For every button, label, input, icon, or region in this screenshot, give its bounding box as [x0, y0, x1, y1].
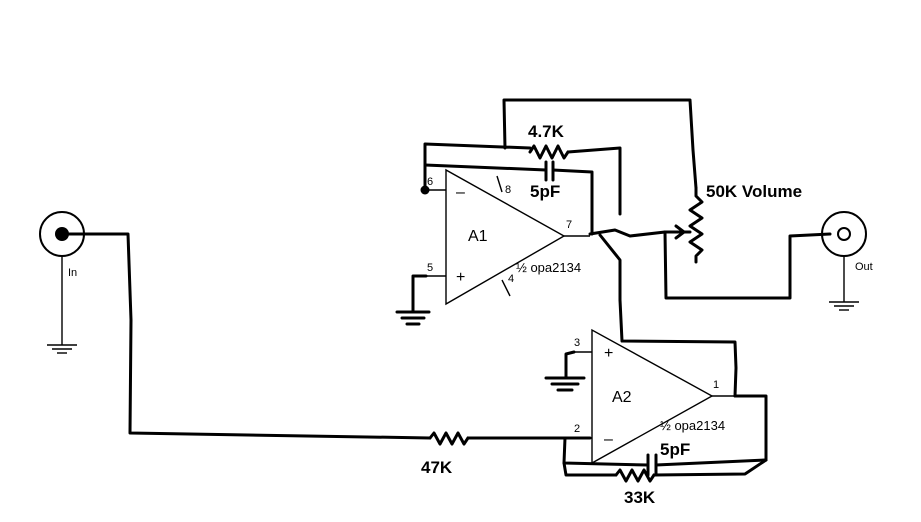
- a2-pin-1: 1: [713, 379, 719, 391]
- label-pot-volume: 50K Volume: [706, 182, 802, 201]
- a2-plus-sign: +: [604, 345, 613, 362]
- output-label: Out: [855, 261, 873, 273]
- wire-a1-cap-right: [551, 168, 594, 236]
- a2-pin-3: 3: [574, 337, 580, 349]
- resistor-47k: [428, 431, 470, 446]
- a1-part-number: ½ opa2134: [516, 260, 581, 275]
- wire-a1-cap-left: [423, 163, 548, 172]
- resistor-33k: [614, 468, 656, 483]
- a1-pin-8: 8: [505, 184, 511, 196]
- wire-a2-cap-right: [654, 458, 768, 467]
- wire-a1-feedback-top-right: [566, 146, 622, 216]
- opamp-a1-body: [445, 168, 566, 306]
- ground-a2: [544, 350, 586, 392]
- opamp-a2-body: [591, 328, 714, 465]
- wire-pot-bottom: [663, 230, 832, 300]
- wire-a2-res-left: [562, 461, 618, 477]
- opamp-a2: [574, 328, 735, 465]
- wire-a1-feedback-left: [423, 142, 532, 192]
- a2-pin-2: 2: [574, 423, 580, 435]
- input-jack: [39, 211, 85, 354]
- resistor-4-7k: [528, 144, 570, 160]
- wire-input: [67, 232, 432, 440]
- a1-plus-sign: +: [456, 269, 465, 286]
- input-jack-center: [55, 227, 69, 241]
- a1-minus-sign: –: [456, 184, 465, 201]
- input-label: In: [68, 267, 77, 279]
- a1-pin-7: 7: [566, 219, 572, 231]
- label-5pf-a1: 5pF: [530, 182, 560, 201]
- a2-minus-sign: –: [604, 431, 613, 448]
- label-47k: 47K: [421, 458, 453, 477]
- ground-a1: [395, 274, 431, 326]
- wire-top-loop: [502, 98, 698, 190]
- label-5pf-a2: 5pF: [660, 440, 690, 459]
- a2-name: A2: [612, 389, 632, 406]
- wire-a2-res-right: [652, 458, 768, 477]
- a1-name: A1: [468, 228, 488, 245]
- wire-a2-output-right: [733, 394, 768, 462]
- a1-pin-5: 5: [427, 262, 433, 274]
- wire-a2-output: [598, 233, 738, 398]
- output-jack-center: [837, 227, 851, 241]
- label-4-7k: 4.7K: [528, 122, 565, 141]
- output-jack: [821, 211, 867, 311]
- pot-wiper-arrow: [674, 224, 686, 240]
- a1-pin-4: 4: [508, 273, 514, 285]
- a1-pin-6: 6: [427, 176, 433, 188]
- opamp-a1: [426, 168, 590, 306]
- label-33k: 33K: [624, 488, 656, 507]
- a2-part-number: ½ opa2134: [660, 418, 725, 433]
- potentiometer-50k: [688, 186, 704, 264]
